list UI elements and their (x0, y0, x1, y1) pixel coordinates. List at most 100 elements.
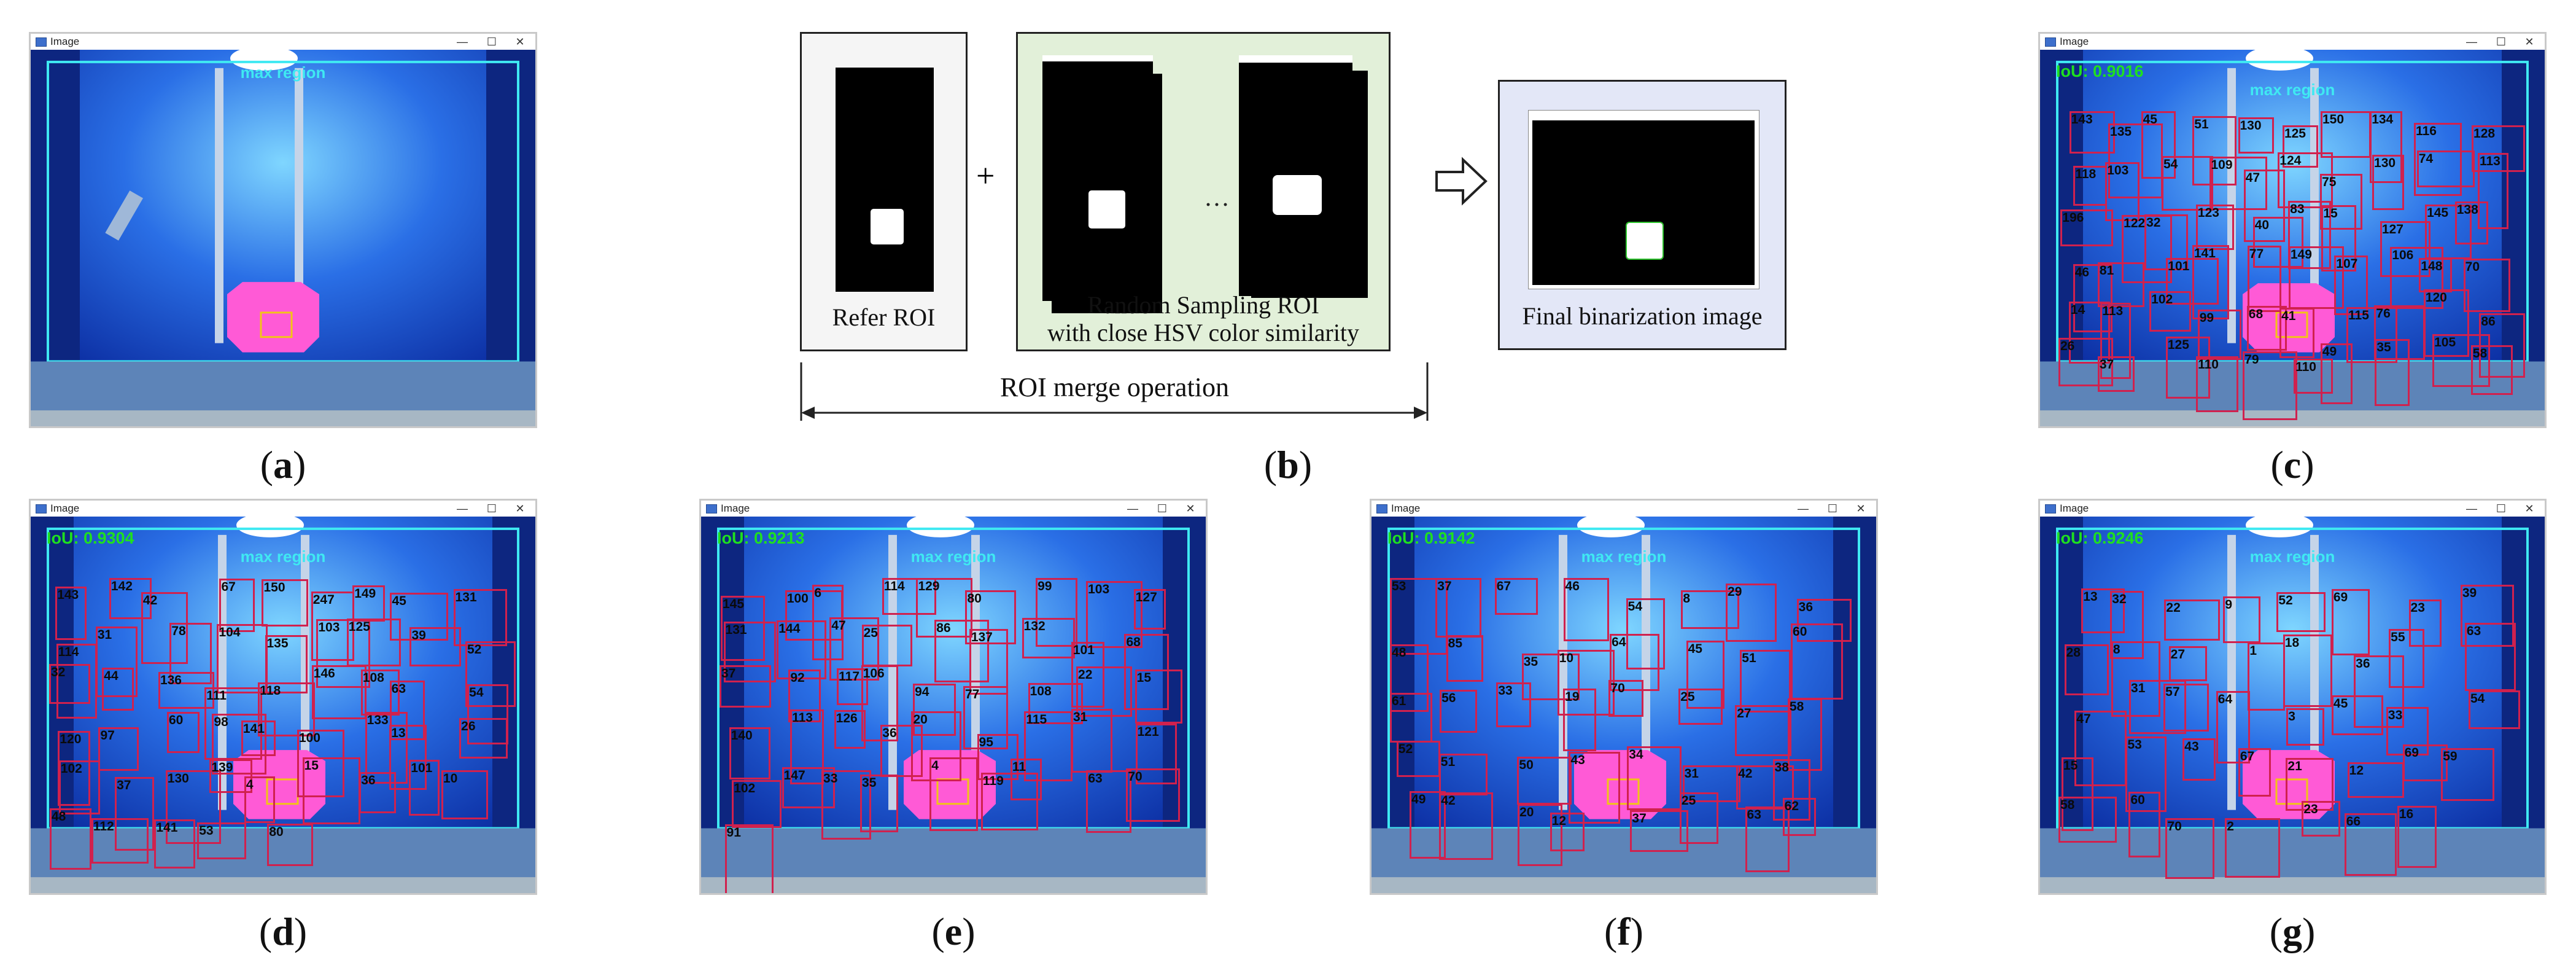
roi-label: 94 (915, 685, 929, 700)
roi-box (720, 596, 766, 662)
minimize-button[interactable]: — (1798, 502, 1809, 515)
printer-chamber-scene (2040, 517, 2545, 893)
roi-box (2163, 683, 2209, 732)
roi-label: 129 (918, 579, 940, 593)
roi-label: 69 (2404, 746, 2419, 760)
roi-label: 23 (2410, 600, 2425, 615)
roi-box (1563, 689, 1597, 752)
roi-box (2432, 334, 2491, 388)
maximize-button[interactable]: ☐ (2496, 502, 2507, 515)
close-button[interactable]: ✕ (2524, 36, 2534, 48)
roi-box (2402, 744, 2448, 781)
roi-label: 103 (1088, 582, 1110, 596)
roi-box (788, 670, 821, 722)
roi-label: 37 (117, 778, 131, 793)
roi-box (2161, 156, 2214, 211)
roi-label: 36 (882, 725, 897, 740)
minimize-button[interactable]: — (1127, 502, 1138, 515)
roi-box (244, 776, 276, 823)
minimize-button[interactable]: — (457, 502, 468, 515)
roi-label: 142 (111, 579, 133, 593)
close-button[interactable]: ✕ (515, 502, 525, 515)
roi-label: 110 (2295, 360, 2316, 375)
roi-label: 70 (2167, 819, 2182, 834)
roi-box (1135, 723, 1177, 784)
final-binarization-card: Final binarization image (1498, 80, 1787, 350)
roi-label: 58 (2060, 797, 2075, 812)
roi-label: 12 (2349, 763, 2364, 778)
roi-label: 112 (93, 819, 114, 834)
roi-box (837, 668, 869, 705)
roi-label: 70 (1610, 681, 1625, 695)
refer-roi-label: Refer ROI (832, 303, 936, 331)
maximize-button[interactable]: ☐ (486, 502, 497, 515)
roi-box (2165, 336, 2210, 399)
roi-label: 53 (2127, 738, 2142, 752)
roi-label: 21 (2287, 759, 2302, 773)
roi-box (91, 818, 149, 864)
roi-label: 135 (266, 636, 289, 651)
roi-label: 56 (1441, 690, 1456, 705)
roi-box (834, 709, 866, 749)
roi-box (1438, 754, 1488, 795)
roi-label: 100 (298, 730, 320, 745)
minimize-button[interactable]: — (457, 36, 468, 48)
roi-label: 113 (792, 710, 813, 725)
close-button[interactable]: ✕ (1856, 502, 1866, 515)
roi-label: 29 (1728, 585, 1742, 599)
minimize-button[interactable]: — (2466, 502, 2477, 515)
maximize-button[interactable]: ☐ (1157, 502, 1168, 515)
roi-box (2390, 246, 2444, 310)
roi-box (1557, 649, 1615, 716)
maximize-button[interactable]: ☐ (486, 36, 497, 48)
roi-label: 31 (97, 628, 112, 642)
roi-label: 125 (348, 619, 370, 634)
roi-label: 20 (1519, 805, 1534, 819)
roi-label: 69 (2333, 590, 2348, 605)
roi-label: 8 (1683, 591, 1691, 606)
roi-label: 105 (2434, 335, 2456, 349)
minimize-button[interactable]: — (2466, 36, 2477, 48)
roi-box (441, 770, 489, 820)
roi-label: 35 (1523, 655, 1538, 670)
final-label: Final binarization image (1522, 302, 1763, 330)
roi-label: 63 (1088, 771, 1103, 786)
roi-label: 32 (2146, 215, 2161, 230)
roi-label: 43 (2184, 739, 2199, 754)
roi-box (302, 757, 360, 824)
roi-label: 61 (1392, 694, 1406, 709)
roi-box (2243, 351, 2298, 420)
roi-label: 68 (2248, 307, 2264, 322)
roi-box (467, 684, 509, 745)
roi-box (2468, 690, 2520, 729)
maximize-button[interactable]: ☐ (2496, 36, 2507, 48)
roi-box (2276, 592, 2326, 632)
roi-label: 45 (2143, 112, 2157, 127)
roi-label: 68 (1126, 634, 1141, 649)
roi-label: 101 (2168, 259, 2190, 274)
printer-chamber-scene (2040, 50, 2545, 426)
roi-label: 67 (221, 580, 236, 595)
close-button[interactable]: ✕ (2524, 502, 2534, 515)
random-sampling-card: ··· Random Sampling ROI with close HSV c… (1016, 32, 1391, 351)
maximize-button[interactable]: ☐ (1827, 502, 1838, 515)
roi-label: 113 (2479, 154, 2500, 169)
final-binarization-image (1532, 120, 1755, 285)
printer-chamber-scene (31, 50, 535, 426)
roi-box (1133, 588, 1166, 630)
app-icon (706, 504, 717, 513)
close-button[interactable]: ✕ (1185, 502, 1195, 515)
roi-box (821, 770, 872, 840)
roi-label: 78 (171, 624, 186, 639)
roi-label: 18 (2284, 636, 2300, 650)
close-button[interactable]: ✕ (515, 36, 525, 48)
roi-box (2058, 796, 2117, 843)
roi-box (2331, 589, 2370, 655)
roi-label: 141 (242, 721, 265, 736)
roi-box (2252, 217, 2304, 268)
roi-label: 111 (206, 689, 227, 703)
roi-label: 120 (60, 732, 82, 746)
roi-box (980, 772, 1038, 830)
roi-box (790, 709, 824, 785)
